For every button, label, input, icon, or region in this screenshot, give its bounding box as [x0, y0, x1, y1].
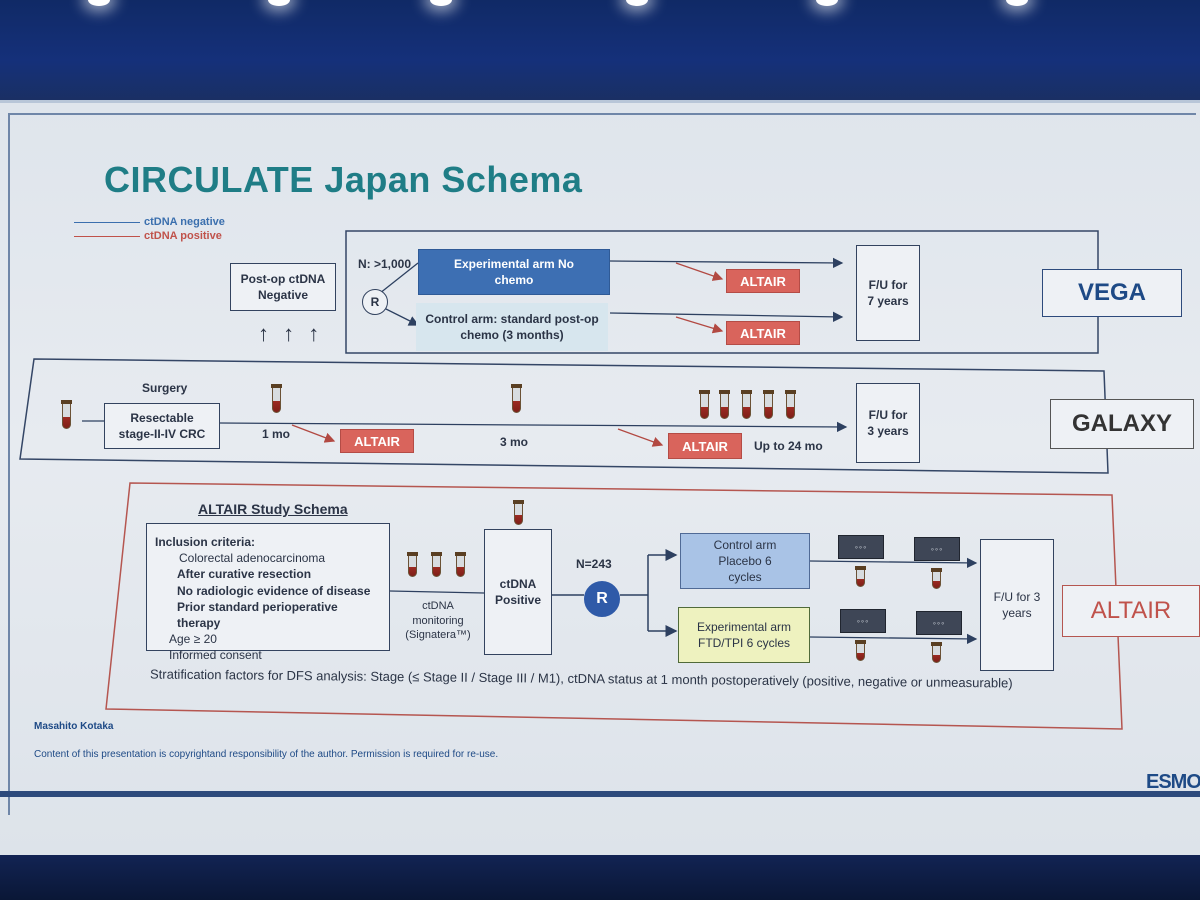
vega-ctrl-line: [609, 311, 844, 323]
timepoint-24mo: Up to 24 mo: [754, 439, 823, 453]
connector-lines: [19, 230, 1123, 730]
blood-tube-icon: [931, 642, 942, 663]
blood-tube-icon: [855, 566, 866, 587]
ct-scan-icon: ◦◦◦: [916, 611, 962, 635]
altair-n-label: N=243: [576, 557, 612, 571]
vega-randomize-icon: R: [362, 289, 388, 315]
timepoint-3mo: 3 mo: [500, 435, 529, 449]
blood-tube-icon: [511, 384, 522, 413]
stage-light: [816, 0, 838, 6]
arrows-up-icon: ↑ ↑ ↑: [258, 321, 324, 346]
blood-tube-icon: [513, 500, 524, 525]
blood-tube-icon: [855, 640, 866, 661]
vega-n-label: N: >1,000: [358, 257, 412, 271]
vega-positive-line: [675, 316, 724, 334]
blood-tube-icon: [931, 568, 942, 589]
vega-positive-line: [675, 262, 724, 281]
inclusion-title: Inclusion criteria:: [155, 535, 256, 549]
criteria-item: Colorectal adenocarcinoma: [179, 551, 326, 566]
altair-exp-line: [809, 633, 978, 645]
inclusion-criteria-box: Inclusion criteria: Colorectal adenocarc…: [146, 523, 390, 662]
galaxy-positive-line: [617, 428, 664, 447]
altair-followup-box: F/U for 3 years: [980, 539, 1054, 671]
ct-scan-icon: ◦◦◦: [840, 609, 886, 633]
galaxy-altair-badge: ALTAIR: [668, 433, 742, 459]
altair-frame: [105, 482, 1123, 730]
author-name: Masahito Kotaka: [34, 721, 114, 732]
legend-line-icon: [74, 221, 140, 223]
galaxy-frame: [19, 358, 1109, 474]
criteria-item: Age ≥ 20: [169, 632, 217, 647]
stage-light: [88, 0, 110, 6]
galaxy-positive-line: [291, 424, 336, 443]
vega-exp-line: [609, 257, 844, 269]
ctdna-monitoring-label: ctDNA monitoring (Signatera™): [405, 599, 471, 642]
vega-altair-badge: ALTAIR: [726, 321, 800, 345]
vega-experimental-arm: Experimental arm No chemo: [418, 249, 610, 295]
criteria-item: Informed consent: [169, 648, 262, 663]
criteria-item: After curative resection: [177, 567, 312, 582]
blood-tube-icon: [699, 390, 710, 419]
galaxy-main-line: [219, 421, 848, 433]
altair-heading: ALTAIR Study Schema: [198, 501, 348, 517]
legend: ctDNA negative ctDNA positive: [74, 215, 225, 243]
blood-tube-icon: [271, 384, 282, 413]
stage-light: [430, 0, 452, 6]
slide-frame: [8, 113, 1196, 815]
criteria-item: Prior standard perioperative therapy: [177, 599, 338, 630]
blood-tube-icon: [455, 552, 466, 577]
galaxy-followup-box: F/U for 3 years: [856, 383, 920, 463]
altair-ctrl-line: [809, 557, 978, 569]
copyright-note: Content of this presentation is copyrigh…: [34, 749, 499, 760]
esmo-logo: ESMO: [1146, 771, 1200, 793]
legend-label: ctDNA positive: [144, 230, 222, 242]
blood-tube-icon: [407, 552, 418, 577]
legend-line-icon: [74, 235, 140, 237]
presentation-slide: CIRCULATE Japan Schema ctDNA negative ct…: [0, 100, 1200, 855]
altair-randomize-icon: R: [584, 581, 620, 617]
legend-item-negative: ctDNA negative: [74, 215, 225, 229]
ct-scan-icon: ◦◦◦: [914, 537, 960, 561]
stage-light: [268, 0, 290, 6]
vega-followup-box: F/U for 7 years: [856, 245, 920, 341]
vega-label-box: VEGA: [1042, 269, 1182, 317]
ctdna-positive-box: ctDNA Positive: [484, 529, 552, 655]
blood-tube-icon: [741, 390, 752, 419]
blood-tube-icon: [719, 390, 730, 419]
resectable-crc-box: Resectable stage-II-IV CRC: [104, 403, 220, 449]
ct-scan-icon: ◦◦◦: [838, 535, 884, 559]
stage-light: [626, 0, 648, 6]
timepoint-1mo: 1 mo: [262, 427, 291, 441]
stage-light: [1006, 0, 1028, 6]
surgery-label: Surgery: [142, 381, 188, 395]
altair-control-arm: Control arm Placebo 6 cycles: [680, 533, 810, 589]
slide-bottom-bar: [0, 791, 1200, 797]
legend-label: ctDNA negative: [144, 216, 225, 228]
blood-tube-icon: [431, 552, 442, 577]
vega-control-arm: Control arm: standard post-op chemo (3 m…: [416, 303, 608, 351]
altair-label-box: ALTAIR: [1062, 585, 1200, 637]
altair-experimental-arm: Experimental arm FTD/TPI 6 cycles: [678, 607, 810, 663]
galaxy-altair-badge: ALTAIR: [340, 429, 414, 453]
stage-background-top: [0, 0, 1200, 110]
blood-tube-icon: [61, 400, 72, 429]
criteria-item: No radiologic evidence of disease: [177, 583, 371, 598]
galaxy-label-box: GALAXY: [1050, 399, 1194, 449]
blood-tube-icon: [785, 390, 796, 419]
altair-line: [389, 590, 485, 594]
blood-tube-icon: [763, 390, 774, 419]
legend-item-positive: ctDNA positive: [74, 229, 225, 243]
slide-title: CIRCULATE Japan Schema: [104, 159, 583, 200]
vega-altair-badge: ALTAIR: [726, 269, 800, 293]
postop-negative-box: Post-op ctDNA Negative: [230, 263, 336, 311]
